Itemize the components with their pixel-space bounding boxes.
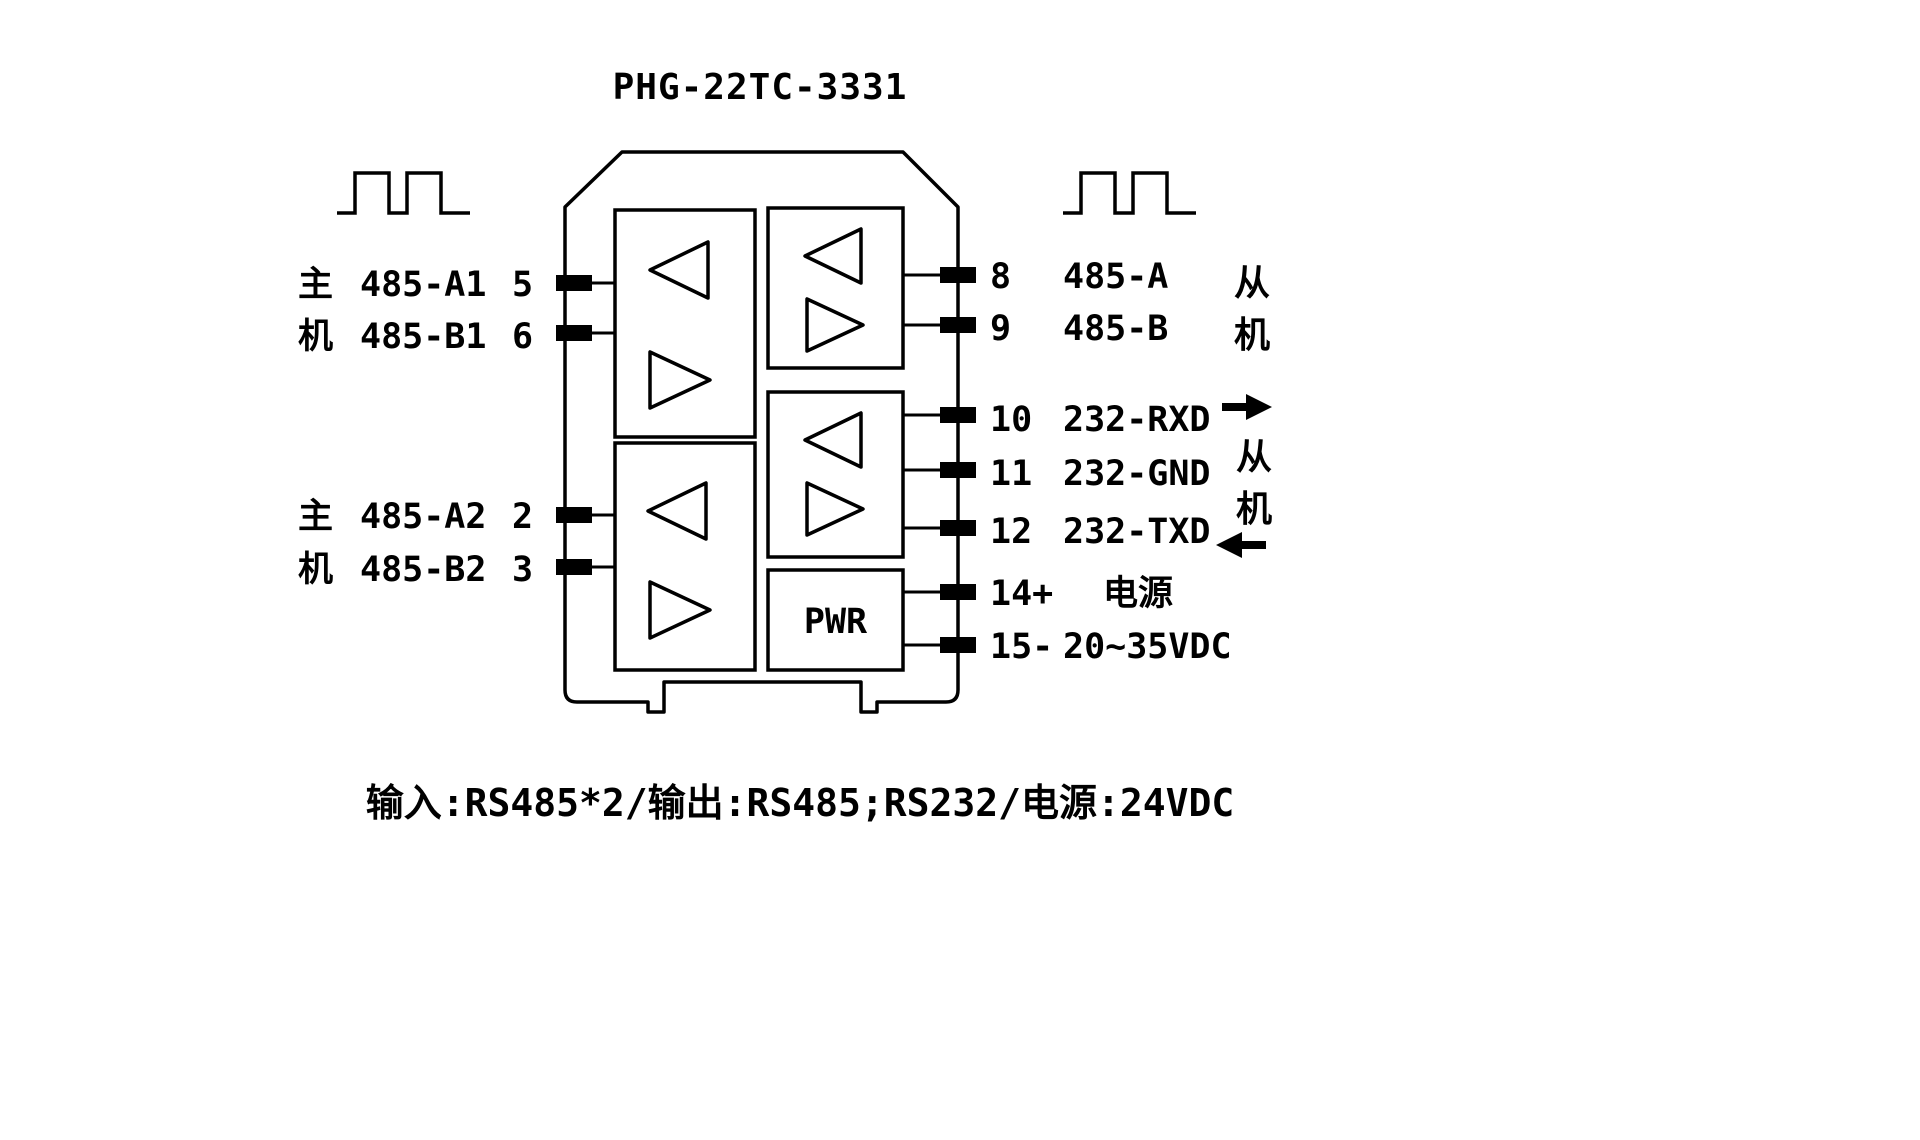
isolator-box-485-out <box>766 206 905 370</box>
pin-signal-label: 20~35VDC <box>1063 627 1232 667</box>
buffer-right-icon <box>805 297 865 353</box>
pin-number-label: 6 <box>512 317 534 357</box>
pin-number-label: 5 <box>512 265 534 305</box>
pin-signal-label: 485-A2 <box>360 497 487 537</box>
buffer-left-icon <box>803 227 863 285</box>
terminal-pin-14 <box>940 584 976 600</box>
right-pin-row: 10 232-RXD <box>990 400 1211 440</box>
txd-direction-arrow-icon <box>1216 532 1266 558</box>
buffer-left-icon <box>646 481 708 541</box>
pin-signal-label: 232-RXD <box>1063 400 1211 440</box>
right-pin-row: 9 485-B <box>990 309 1168 349</box>
pin-group-label: 主 <box>298 497 334 537</box>
right-pin-row: 12 232-TXD <box>990 512 1211 552</box>
terminal-pin-12 <box>940 520 976 536</box>
slave-485-line2: 机 <box>1233 315 1270 356</box>
rxd-direction-arrow-icon <box>1222 394 1272 420</box>
pin-number-label: 9 <box>990 309 1012 349</box>
pulse-waveform-right-icon <box>1063 171 1196 215</box>
pin-number-label: 12 <box>990 512 1033 552</box>
left-pin-row: 主 485-A2 2 <box>298 497 533 537</box>
pin-signal-label: 电源 <box>1103 574 1174 614</box>
buffer-left-icon <box>648 240 710 300</box>
slave-232-label: 从 机 <box>1232 432 1276 536</box>
slave-485-line1: 从 <box>1233 263 1270 304</box>
terminal-pin-15 <box>940 637 976 653</box>
terminal-pin-3 <box>556 559 592 575</box>
right-pin-row: 14+ 电源 <box>990 574 1173 614</box>
slave-232-line1: 从 <box>1235 437 1272 478</box>
slave-485-label: 从 机 <box>1230 258 1274 362</box>
buffer-left-icon <box>803 411 863 469</box>
pin-number-label: 3 <box>512 550 534 590</box>
terminal-pin-2 <box>556 507 592 523</box>
pin-signal-label: 232-GND <box>1063 454 1211 494</box>
isolator-box-485-in-2 <box>613 441 757 672</box>
pin-number-label: 11 <box>990 454 1033 494</box>
left-pin-row: 机 485-B2 3 <box>298 550 533 590</box>
right-pin-row: 8 485-A <box>990 257 1168 297</box>
left-pin-row: 机 485-B1 6 <box>298 317 533 357</box>
right-pin-row: 11 232-GND <box>990 454 1211 494</box>
pin-signal-label: 232-TXD <box>1063 512 1211 552</box>
pin-signal-label: 485-B <box>1063 309 1169 349</box>
pin-number-label: 15- <box>990 627 1054 667</box>
device-outline <box>563 150 960 714</box>
slave-232-line2: 机 <box>1235 489 1272 530</box>
buffer-right-icon <box>648 350 712 410</box>
terminal-pin-11 <box>940 462 976 478</box>
pin-number-label: 14+ <box>990 574 1054 614</box>
pin-signal-label: 485-B1 <box>360 317 487 357</box>
pin-signal-label: 485-A1 <box>360 265 487 305</box>
pin-number-label: 2 <box>512 497 534 537</box>
pin-number-label: 8 <box>990 257 1012 297</box>
pwr-label: PWR <box>803 602 868 642</box>
buffer-right-icon <box>805 481 865 537</box>
left-pin-row: 主 485-A1 5 <box>298 265 533 305</box>
terminal-pin-10 <box>940 407 976 423</box>
pin-group-label: 机 <box>298 550 334 590</box>
isolator-box-485-in-1 <box>613 208 757 439</box>
pin-number-label: 10 <box>990 400 1033 440</box>
terminal-pin-8 <box>940 267 976 283</box>
terminal-pin-5 <box>556 275 592 291</box>
pin-signal-label: 485-A <box>1063 257 1169 297</box>
terminal-pin-9 <box>940 317 976 333</box>
pulse-waveform-left-icon <box>337 171 470 215</box>
right-pin-row: 15- 20~35VDC <box>990 627 1232 667</box>
pwr-box <box>766 568 905 672</box>
pin-group-label: 机 <box>298 317 334 357</box>
terminal-pin-6 <box>556 325 592 341</box>
isolator-box-232 <box>766 390 905 559</box>
pin-signal-label: 485-B2 <box>360 550 487 590</box>
buffer-right-icon <box>648 580 712 640</box>
pin-group-label: 主 <box>298 265 334 305</box>
bottom-note: 输入:RS485*2/输出:RS485;RS232/电源:24VDC <box>365 781 1235 825</box>
diagram-title: PHG-22TC-3331 <box>612 67 908 108</box>
